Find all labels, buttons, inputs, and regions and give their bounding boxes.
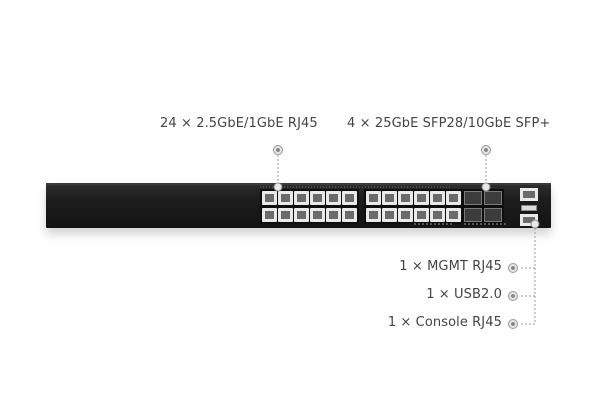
rj45-port [398, 191, 413, 205]
rj45-port [326, 208, 341, 222]
chassis-top-edge [46, 183, 551, 185]
rj45-port [278, 208, 293, 222]
mgmt-port-label: 1 × MGMT RJ45 [399, 259, 502, 274]
console-marker-icon [508, 319, 518, 329]
rj45-port [294, 191, 309, 205]
rj45-port [382, 208, 397, 222]
rj45-port [446, 208, 461, 222]
console-anchor-dot [530, 219, 540, 229]
rj45-port [446, 191, 461, 205]
rj45-marker-icon [273, 145, 283, 155]
usb-marker-icon [508, 291, 518, 301]
sfp-port [464, 208, 482, 222]
rj45-port [310, 191, 325, 205]
vent-grille [464, 223, 508, 225]
rj45-port-group-2 [364, 189, 463, 224]
rj45-port-group-1 [260, 189, 359, 224]
sfp-port [484, 191, 502, 205]
rj45-port [294, 208, 309, 222]
sfp-port-group [462, 189, 504, 224]
sfp-port [464, 191, 482, 205]
rj45-port [262, 208, 277, 222]
rj45-port [310, 208, 325, 222]
rj45-port [414, 191, 429, 205]
rj45-port [430, 208, 445, 222]
usb-port [521, 205, 537, 211]
mgmt-marker-icon [508, 263, 518, 273]
rj45-port [326, 191, 341, 205]
sfp-port [484, 208, 502, 222]
network-switch-chassis [46, 183, 551, 228]
led-indicator-strip [260, 186, 450, 188]
rj45-port [366, 191, 381, 205]
sfp-marker-icon [481, 145, 491, 155]
sfp-ports-label: 4 × 25GbE SFP28/10GbE SFP+ [347, 116, 551, 131]
usb-port-label: 1 × USB2.0 [426, 287, 502, 302]
rj45-anchor-dot [273, 182, 283, 192]
rj45-port [342, 208, 357, 222]
rj45-port [430, 191, 445, 205]
rj45-port [414, 208, 429, 222]
rj45-port [262, 191, 277, 205]
vent-grille [414, 223, 454, 225]
rj45-port [366, 208, 381, 222]
sfp-anchor-dot [481, 182, 491, 192]
rj45-port [278, 191, 293, 205]
rj45-port [342, 191, 357, 205]
rj45-port [382, 191, 397, 205]
console-port-label: 1 × Console RJ45 [387, 315, 502, 330]
mgmt-rj45-port [520, 188, 538, 201]
rj45-ports-label: 24 × 2.5GbE/1GbE RJ45 [160, 116, 318, 131]
console-callout-line [519, 224, 536, 325]
rj45-port [398, 208, 413, 222]
